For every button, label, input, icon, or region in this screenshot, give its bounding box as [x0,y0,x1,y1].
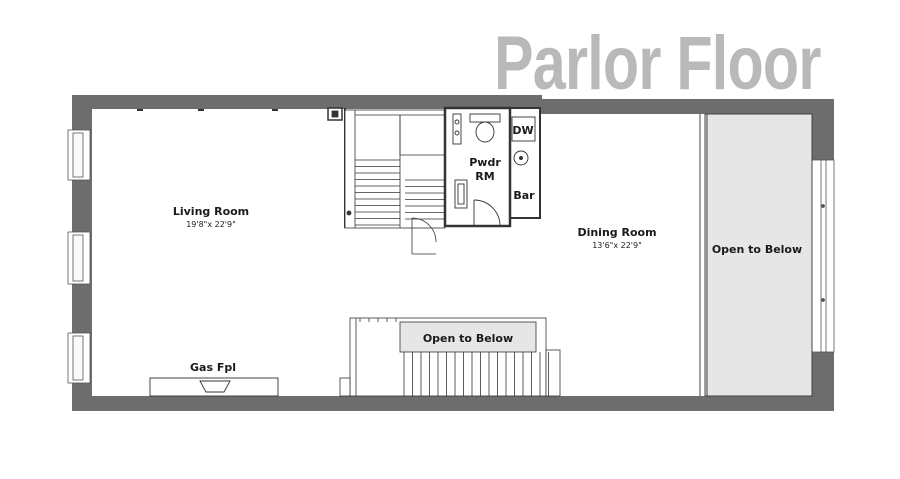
rear-open-to-below-label: Open to Below [712,243,802,256]
dishwasher-label: DW [512,124,533,137]
fireplace [149,377,279,397]
fireplace-label: Gas Fpl [190,361,236,374]
powder-room-label-line1: Pwdr [469,156,501,169]
wall-ticks [137,109,278,111]
stair-open-to-below-label: Open to Below [423,332,513,345]
living-room-dims: 19'8"x 22'9" [186,220,236,229]
left-windows [67,129,91,384]
dining-room-label: Dining Room [577,226,656,239]
bar-area [509,107,541,219]
wall-top-left [72,95,542,109]
powder-room-label-line2: RM [475,170,494,183]
dining-room-dims: 13'6"x 22'9" [592,241,642,250]
wall-top-right [540,99,834,114]
bar-label: Bar [513,189,535,202]
wall-bottom [72,396,834,411]
main-stair [327,107,446,229]
lower-stair [339,317,561,397]
living-room-label: Living Room [173,205,249,218]
stair-door [411,217,437,255]
right-sliding-door [811,159,835,353]
rear-open-to-below [699,113,813,397]
